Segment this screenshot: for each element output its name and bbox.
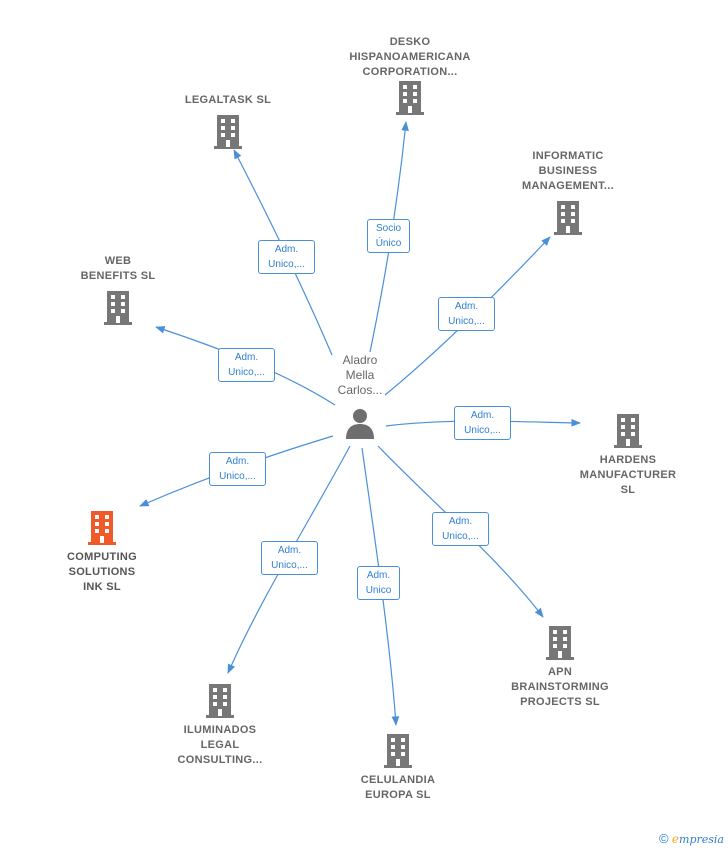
building-icon <box>546 626 574 660</box>
company-node-hardens[interactable]: HARDENS MANUFACTURER SL <box>553 413 703 498</box>
building-icon <box>206 684 234 718</box>
edge-label-informatic[interactable]: Adm. Unico,... <box>438 297 495 331</box>
building-icon <box>214 115 242 149</box>
building-icon <box>554 201 582 235</box>
brand-initial: e <box>671 832 680 846</box>
edge-label-computing[interactable]: Adm. Unico,... <box>209 452 266 486</box>
building-icon <box>396 81 424 115</box>
company-node-web-benefits[interactable]: WEB BENEFITS SL <box>43 254 193 326</box>
building-icon <box>88 511 116 545</box>
company-node-legaltask[interactable]: LEGALTASK SL <box>153 93 303 150</box>
company-label: DESKO HISPANOAMERICANA CORPORATION... <box>349 36 471 78</box>
center-person-node[interactable]: Aladro Mella Carlos... <box>310 353 410 440</box>
center-person-label: Aladro Mella Carlos... <box>337 353 383 397</box>
company-node-computing-solutions[interactable]: COMPUTING SOLUTIONS INK SL <box>27 510 177 595</box>
company-node-celulandia[interactable]: CELULANDIA EUROPA SL <box>323 733 473 803</box>
edge-label-iluminados[interactable]: Adm. Unico,... <box>261 541 318 575</box>
edge-label-desko[interactable]: Socio Único <box>367 219 410 253</box>
edge-label-apn[interactable]: Adm. Unico,... <box>432 512 489 546</box>
footer-brand[interactable]: © empresia <box>659 831 724 846</box>
company-label: ILUMINADOS LEGAL CONSULTING... <box>177 724 263 766</box>
edge-label-hardens[interactable]: Adm. Unico,... <box>454 406 511 440</box>
company-node-desko[interactable]: DESKO HISPANOAMERICANA CORPORATION... <box>335 35 485 116</box>
company-node-informatic[interactable]: INFORMATIC BUSINESS MANAGEMENT... <box>493 149 643 236</box>
building-icon <box>104 291 132 325</box>
brand-name: mpresia <box>679 833 724 846</box>
company-label: LEGALTASK SL <box>184 94 272 106</box>
company-label: INFORMATIC BUSINESS MANAGEMENT... <box>522 150 614 192</box>
edge-label-legaltask[interactable]: Adm. Unico,... <box>258 240 315 274</box>
company-label: WEB BENEFITS SL <box>80 255 156 282</box>
building-icon <box>384 734 412 768</box>
edge-label-web[interactable]: Adm. Unico,... <box>218 348 275 382</box>
copyright-symbol: © <box>658 831 669 846</box>
company-node-apn[interactable]: APN BRAINSTORMING PROJECTS SL <box>485 625 635 710</box>
company-label: CELULANDIA EUROPA SL <box>360 774 436 801</box>
edge-label-celulandia[interactable]: Adm. Unico <box>357 566 400 600</box>
company-node-iluminados[interactable]: ILUMINADOS LEGAL CONSULTING... <box>145 683 295 768</box>
company-label: HARDENS MANUFACTURER SL <box>579 454 677 496</box>
person-icon <box>346 409 374 439</box>
company-label: COMPUTING SOLUTIONS INK SL <box>67 551 137 593</box>
company-label: APN BRAINSTORMING PROJECTS SL <box>511 666 609 708</box>
building-icon <box>614 414 642 448</box>
